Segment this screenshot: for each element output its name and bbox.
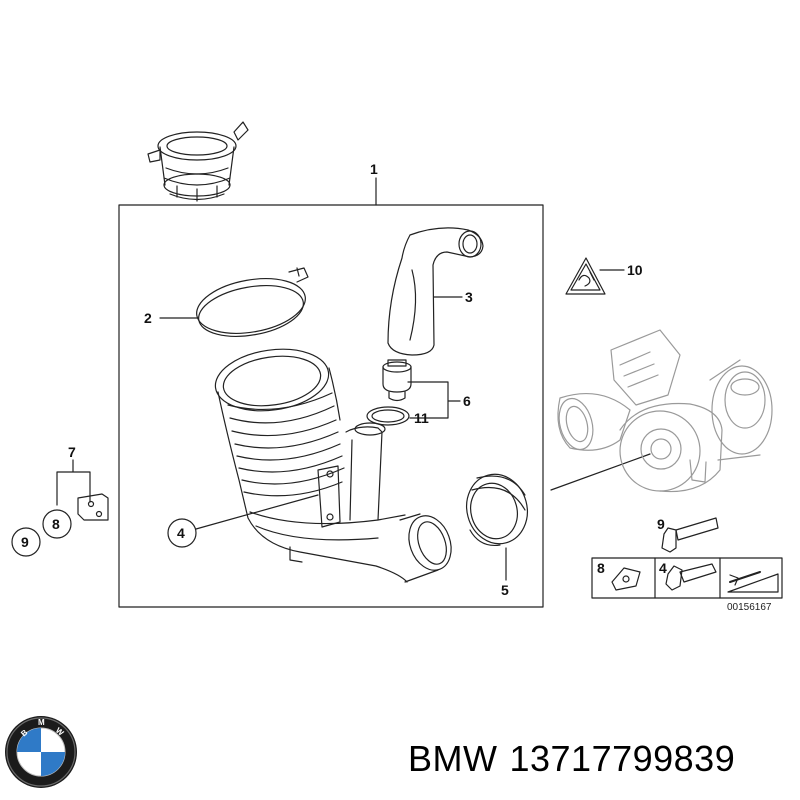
bracket-part-7 [77,493,109,521]
callout-circle-8 [42,509,72,539]
callout-circle-4 [167,518,197,548]
o-ring-part-11 [366,406,410,426]
callout-9: 9 [21,534,29,550]
callout-11: 11 [414,410,429,426]
callout-circle-9 [11,527,41,557]
vent-pipe-part-3 [387,227,484,356]
callout-4: 4 [177,525,185,541]
svg-text:W: W [54,726,66,738]
callout-1: 1 [370,161,378,177]
caption-brand: BMW [408,738,498,779]
intake-boot-part-4 [214,348,452,583]
drawing-code: 00156167 [727,602,772,613]
svg-text:M: M [38,718,45,727]
bmw-logo: B M W [5,716,77,788]
callout-8: 8 [52,516,60,532]
callout-2: 2 [144,310,152,326]
callout-3: 3 [465,289,473,305]
callout-6: 6 [463,393,471,409]
part-caption: BMW 13717799839 [408,738,735,780]
caption-part-number: 13717799839 [509,738,736,779]
turbo-connection-line [550,453,651,491]
leader-4 [195,494,319,530]
rubber-sleeve-part-5 [466,473,528,547]
callout-7: 7 [68,444,76,460]
fastener-inset [591,517,783,599]
leader-7-bracket [56,459,91,506]
inset-callout-4: 4 [659,560,667,576]
hose-clamp-part-2 [196,267,309,337]
turbocharger [557,329,773,493]
warning-label-part-10 [565,257,606,295]
inset-callout-9: 9 [657,516,665,532]
clamp-ring-top [147,121,249,202]
inset-callout-8: 8 [597,560,605,576]
nozzle-part-6 [382,359,412,402]
callout-5: 5 [501,582,509,598]
assembly-frame [118,204,544,608]
svg-text:B: B [19,728,29,739]
leader-6-bracket [407,381,461,419]
callout-10: 10 [627,262,643,278]
